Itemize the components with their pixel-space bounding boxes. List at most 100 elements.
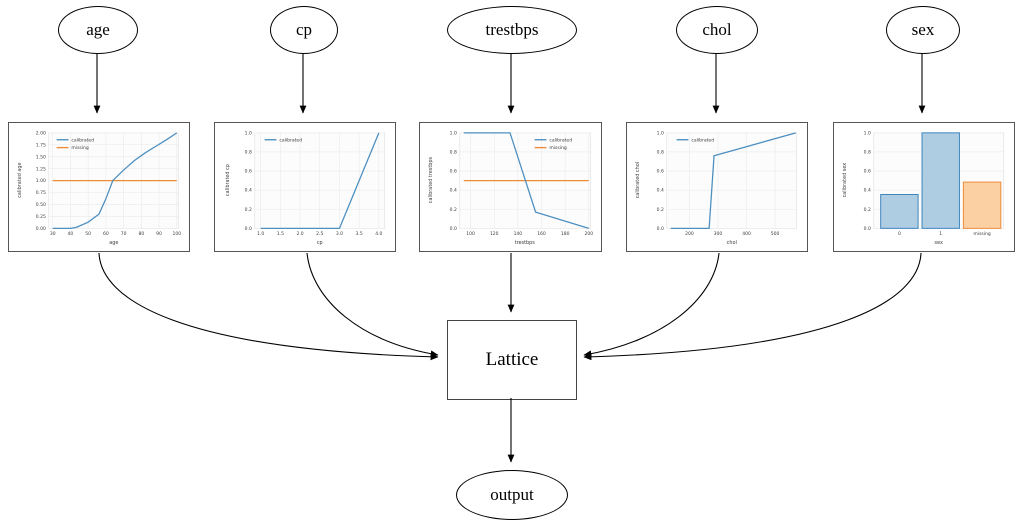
svg-text:0.6: 0.6 bbox=[864, 169, 871, 175]
bar-sex-0 bbox=[880, 193, 919, 229]
svg-text:calibrated: calibrated bbox=[71, 137, 94, 143]
svg-text:0.6: 0.6 bbox=[450, 169, 457, 175]
svg-text:0.2: 0.2 bbox=[450, 207, 457, 213]
node-lattice-label: Lattice bbox=[485, 349, 539, 370]
svg-text:200: 200 bbox=[584, 231, 593, 237]
svg-text:0.0: 0.0 bbox=[864, 226, 871, 232]
node-sex-label: sex bbox=[911, 20, 935, 39]
chart-sex-xlabel: sex bbox=[935, 240, 943, 246]
svg-text:0.4: 0.4 bbox=[245, 188, 252, 194]
svg-text:1.0: 1.0 bbox=[257, 231, 264, 237]
svg-text:180: 180 bbox=[561, 231, 570, 237]
node-lattice[interactable]: Lattice bbox=[447, 320, 577, 400]
svg-text:30: 30 bbox=[50, 231, 56, 237]
edge-age-chart-to-lattice bbox=[98, 252, 439, 361]
chart-sex-ylabel: calibrated sex bbox=[842, 163, 848, 198]
bar-sex-1 bbox=[921, 132, 960, 229]
svg-text:0.8: 0.8 bbox=[657, 150, 664, 156]
svg-text:1.00: 1.00 bbox=[36, 178, 46, 184]
chart-age-legend: calibrated missing bbox=[56, 137, 94, 151]
chart-trestbps-xlabel: trestbps bbox=[515, 240, 536, 246]
svg-text:calibrated: calibrated bbox=[549, 137, 572, 143]
svg-text:1.50: 1.50 bbox=[36, 154, 46, 160]
svg-text:500: 500 bbox=[771, 231, 780, 237]
svg-text:2.00: 2.00 bbox=[36, 130, 46, 136]
svg-text:1.0: 1.0 bbox=[450, 130, 457, 136]
svg-text:1.0: 1.0 bbox=[864, 130, 871, 136]
svg-text:3.5: 3.5 bbox=[356, 231, 363, 237]
svg-text:1.0: 1.0 bbox=[245, 130, 252, 136]
svg-text:100: 100 bbox=[466, 231, 475, 237]
bar-sex-missing bbox=[962, 181, 1002, 229]
svg-text:1.0: 1.0 bbox=[657, 130, 664, 136]
node-age[interactable]: age bbox=[58, 6, 138, 54]
svg-text:1.75: 1.75 bbox=[36, 142, 46, 148]
svg-text:70: 70 bbox=[121, 231, 127, 237]
svg-text:4.0: 4.0 bbox=[375, 231, 382, 237]
svg-text:200: 200 bbox=[685, 231, 694, 237]
svg-text:120: 120 bbox=[490, 231, 499, 237]
svg-text:calibrated: calibrated bbox=[279, 137, 302, 143]
node-output[interactable]: output bbox=[456, 470, 568, 520]
svg-text:0.50: 0.50 bbox=[36, 202, 46, 208]
node-trestbps[interactable]: trestbps bbox=[447, 6, 577, 54]
chart-panel-age: 0.00 0.25 0.50 0.75 1.00 1.25 1.50 1.75 2.00… bbox=[8, 122, 190, 252]
node-age-label: age bbox=[86, 20, 110, 39]
node-cp-label: cp bbox=[295, 20, 313, 39]
svg-text:0.4: 0.4 bbox=[450, 188, 457, 194]
chart-cp-ylabel: calibrated cp bbox=[225, 164, 231, 196]
svg-text:40: 40 bbox=[68, 231, 74, 237]
svg-text:140: 140 bbox=[514, 231, 523, 237]
edge-sex-chart-to-lattice bbox=[583, 252, 922, 361]
svg-text:1: 1 bbox=[939, 231, 942, 237]
svg-text:0.0: 0.0 bbox=[657, 226, 664, 232]
svg-text:0: 0 bbox=[898, 231, 901, 237]
node-output-label: output bbox=[490, 485, 534, 504]
svg-text:1.25: 1.25 bbox=[36, 166, 46, 172]
chart-trestbps: 0.0 0.2 0.4 0.6 0.8 1.0 100 120 140 160 180 20… bbox=[420, 123, 601, 251]
svg-text:0.8: 0.8 bbox=[864, 150, 871, 156]
node-chol[interactable]: chol bbox=[676, 6, 758, 54]
chart-age-xlabel: age bbox=[109, 240, 118, 246]
svg-text:1.5: 1.5 bbox=[277, 231, 284, 237]
chart-cp-xlabel: cp bbox=[317, 240, 323, 246]
chart-age: 0.00 0.25 0.50 0.75 1.00 1.25 1.50 1.75 2.00… bbox=[9, 123, 189, 251]
chart-chol-xlabel: chol bbox=[727, 240, 737, 246]
svg-text:0.8: 0.8 bbox=[245, 150, 252, 156]
svg-text:calibrated: calibrated bbox=[691, 137, 714, 143]
svg-text:0.2: 0.2 bbox=[245, 207, 252, 213]
svg-text:0.2: 0.2 bbox=[657, 207, 664, 213]
svg-text:100: 100 bbox=[172, 231, 181, 237]
edge-chol-chart-to-lattice bbox=[583, 252, 720, 358]
svg-text:missing: missing bbox=[549, 145, 566, 151]
svg-text:50: 50 bbox=[85, 231, 91, 237]
svg-text:160: 160 bbox=[537, 231, 546, 237]
svg-text:0.0: 0.0 bbox=[450, 226, 457, 232]
node-sex[interactable]: sex bbox=[886, 6, 960, 54]
svg-text:3.0: 3.0 bbox=[336, 231, 343, 237]
svg-text:60: 60 bbox=[103, 231, 109, 237]
node-cp[interactable]: cp bbox=[270, 6, 338, 54]
svg-text:0.25: 0.25 bbox=[36, 214, 46, 220]
chart-panel-trestbps: 0.0 0.2 0.4 0.6 0.8 1.0 100 120 140 160 180 20… bbox=[419, 122, 602, 252]
svg-text:0.6: 0.6 bbox=[657, 169, 664, 175]
svg-text:80: 80 bbox=[138, 231, 144, 237]
svg-text:0.75: 0.75 bbox=[36, 190, 46, 196]
svg-text:0.8: 0.8 bbox=[450, 150, 457, 156]
chart-trestbps-legend: calibrated missing bbox=[534, 137, 572, 151]
svg-text:0.4: 0.4 bbox=[657, 188, 664, 194]
svg-text:0.00: 0.00 bbox=[36, 226, 46, 232]
chart-chol-legend: calibrated bbox=[676, 137, 714, 143]
svg-text:2.0: 2.0 bbox=[296, 231, 303, 237]
svg-text:0.2: 0.2 bbox=[864, 207, 871, 213]
svg-text:400: 400 bbox=[742, 231, 751, 237]
chart-trestbps-ylabel: calibrated trestbps bbox=[428, 157, 434, 204]
